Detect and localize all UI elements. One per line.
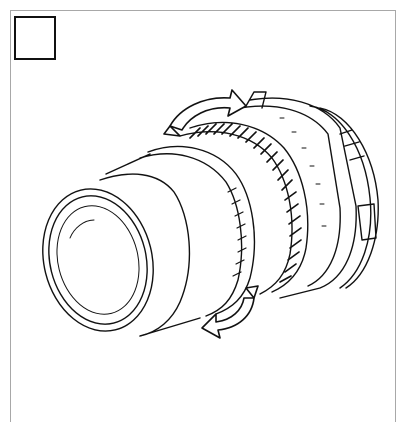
- lens-mount: [309, 105, 379, 289]
- focus-ring: [139, 145, 256, 317]
- rotate-arrow-icon: [201, 285, 259, 339]
- step-number-box: [14, 16, 56, 60]
- front-barrel: [99, 153, 201, 337]
- zoom-ring: [179, 121, 309, 295]
- rear-barrel: [239, 91, 357, 299]
- front-element: [42, 188, 154, 332]
- instruction-panel: [10, 10, 396, 422]
- rotate-arrow-icon: [163, 89, 247, 137]
- lens-illustration: [42, 89, 379, 339]
